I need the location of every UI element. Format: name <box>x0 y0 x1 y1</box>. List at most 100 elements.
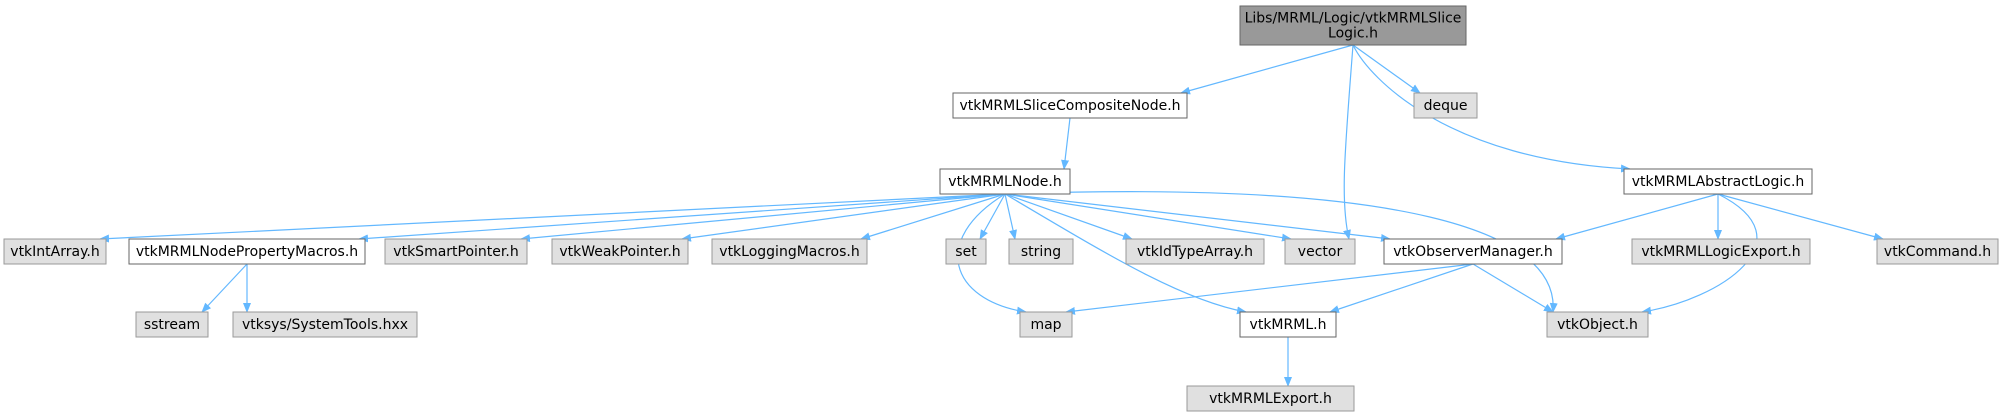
node-box <box>1019 311 1073 338</box>
edge-line <box>860 193 1006 241</box>
edge-line <box>681 193 1006 242</box>
edge-root-to-vector <box>1343 44 1354 240</box>
edge-line <box>1004 191 1558 313</box>
node-idtype: vtkIdTypeArray.h <box>1125 238 1265 265</box>
node-box <box>1876 238 1999 265</box>
node-box <box>1623 168 1813 195</box>
edge-line <box>1641 193 1758 315</box>
node-label: vtkIntArray.h <box>10 244 99 260</box>
node-label: string <box>1021 244 1061 260</box>
node-label: vtkSmartPointer.h <box>393 244 518 260</box>
node-label: vtkMRML.h <box>1250 317 1327 333</box>
node-box <box>1383 238 1563 265</box>
node-label: vtkObserverManager.h <box>1393 244 1553 260</box>
node-box <box>551 238 689 265</box>
node-command: vtkCommand.h <box>1876 238 1999 265</box>
edge-line <box>1004 193 1391 242</box>
edge-line <box>1004 193 1133 240</box>
edge-mrmlnode-to-smartptr <box>520 193 1006 243</box>
edge-line <box>1352 44 1421 94</box>
node-label: vtkMRMLAbstractLogic.h <box>1632 174 1805 190</box>
edge-mrmlnode-to-intarray <box>99 193 1006 243</box>
edge-line <box>1343 44 1354 240</box>
node-smartptr: vtkSmartPointer.h <box>384 238 528 265</box>
node-label: map <box>1030 317 1061 333</box>
edge-abstract-to-observer <box>1555 193 1719 241</box>
node-label: deque <box>1424 98 1468 114</box>
edge-root-to-composite <box>1180 44 1354 95</box>
edge-observer-to-vtkobject <box>1472 263 1554 313</box>
node-box <box>1239 5 1467 46</box>
node-box <box>1284 238 1356 265</box>
node-label: vtkIdTypeArray.h <box>1137 244 1253 260</box>
edge-mrmlnode-to-logmacros <box>860 193 1006 241</box>
node-composite[interactable]: vtkMRMLSliceCompositeNode.h <box>952 92 1188 119</box>
edge-line <box>1004 193 1247 315</box>
node-label: vtkMRMLExport.h <box>1209 391 1332 407</box>
edge-line <box>1004 193 1017 240</box>
edge-composite-to-mrmlnode <box>1061 117 1071 170</box>
node-observer[interactable]: vtkObserverManager.h <box>1383 238 1563 265</box>
edge-line <box>1180 44 1354 95</box>
edge-observer-to-vtkmrml <box>1329 263 1474 313</box>
edge-line <box>1352 44 1631 173</box>
node-string: string <box>1008 238 1074 265</box>
node-label: vtkLoggingMacros.h <box>719 244 859 260</box>
node-label: Logic.h <box>1328 26 1378 42</box>
node-systools: vtksys/SystemTools.hxx <box>232 311 418 338</box>
node-label: set <box>955 244 977 260</box>
node-mrmlexport: vtkMRMLExport.h <box>1186 385 1355 412</box>
node-abstract[interactable]: vtkMRMLAbstractLogic.h <box>1623 168 1813 195</box>
node-vtkmrml[interactable]: vtkMRML.h <box>1239 311 1337 338</box>
node-intarray: vtkIntArray.h <box>3 238 107 265</box>
edge-mrmlnode-to-map <box>957 193 1027 315</box>
edge-mrmlnode-to-propmacros <box>358 193 1006 243</box>
edge-propmacros-to-sstream <box>201 263 248 313</box>
edge-mrmlnode-to-idtype <box>1004 193 1133 240</box>
node-box <box>939 168 1071 195</box>
edge-line <box>957 193 1027 315</box>
edge-abstract-to-command <box>1717 193 1884 241</box>
node-box <box>1631 238 1811 265</box>
node-label: vtkObject.h <box>1557 317 1638 333</box>
node-label: vtkMRMLSliceCompositeNode.h <box>959 98 1180 114</box>
edge-line <box>1717 193 1884 241</box>
edge-line <box>201 263 248 313</box>
edge-line <box>1472 263 1554 313</box>
node-box <box>711 238 868 265</box>
node-box <box>128 238 366 265</box>
node-box <box>1125 238 1265 265</box>
node-box <box>384 238 528 265</box>
node-label: vtksys/SystemTools.hxx <box>242 317 408 333</box>
node-label: vtkWeakPointer.h <box>559 244 680 260</box>
edge-line <box>99 193 1006 243</box>
edge-root-to-abstract <box>1352 44 1631 173</box>
node-logmacros: vtkLoggingMacros.h <box>711 238 868 265</box>
node-box <box>1186 385 1355 412</box>
node-box <box>945 238 987 265</box>
edge-line <box>1329 263 1474 313</box>
node-box <box>135 311 209 338</box>
node-sstream: sstream <box>135 311 209 338</box>
node-vtkobject: vtkObject.h <box>1546 311 1649 338</box>
node-propmacros[interactable]: vtkMRMLNodePropertyMacros.h <box>128 238 366 265</box>
edge-line <box>1061 117 1071 170</box>
edge-mrmlnode-to-weakptr <box>681 193 1006 242</box>
node-mrmlnode[interactable]: vtkMRMLNode.h <box>939 168 1071 195</box>
node-vector: vector <box>1284 238 1356 265</box>
edge-observer-to-map <box>1065 263 1474 315</box>
edge-root-to-deque <box>1352 44 1421 94</box>
edge-line <box>520 193 1006 243</box>
node-label: Libs/MRML/Logic/vtkMRMLSlice <box>1245 11 1462 27</box>
node-box <box>952 92 1188 119</box>
node-map: map <box>1019 311 1073 338</box>
node-box <box>1239 311 1337 338</box>
edge-mrmlnode-to-string <box>1004 193 1017 240</box>
node-box <box>1008 238 1074 265</box>
node-set: set <box>945 238 987 265</box>
node-label: vtkCommand.h <box>1884 244 1991 260</box>
edge-line <box>1004 193 1292 242</box>
node-box <box>1546 311 1649 338</box>
edge-mrmlnode-to-vtkmrml <box>1004 193 1247 315</box>
